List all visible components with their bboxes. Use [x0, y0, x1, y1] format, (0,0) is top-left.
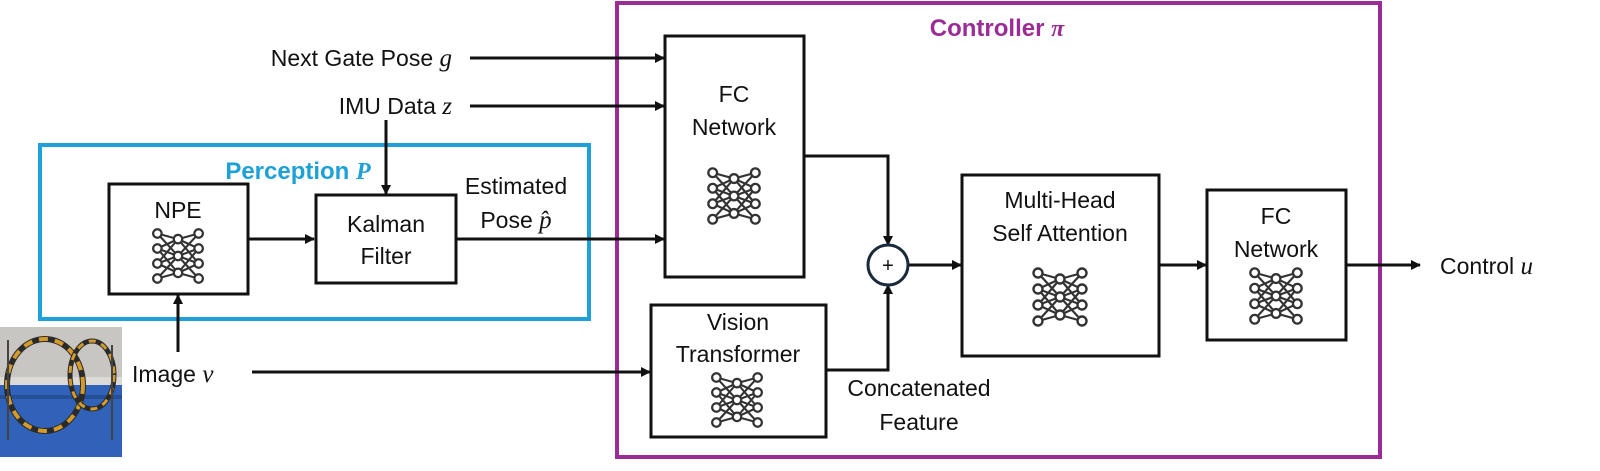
svg-text:Transformer: Transformer	[676, 341, 801, 367]
svg-text:NPE: NPE	[154, 197, 201, 223]
perception-frame	[38, 143, 591, 321]
fc-network-block-1: FC Network	[663, 34, 806, 279]
svg-text:Vision: Vision	[707, 309, 769, 335]
svg-text:Network: Network	[1234, 236, 1319, 262]
estimated-pose-label-line2: Pose p̂	[480, 207, 551, 234]
svg-text:Network: Network	[692, 114, 777, 140]
wire-vit-to-sum	[826, 284, 893, 372]
svg-text:Multi-Head: Multi-Head	[1004, 187, 1115, 213]
concatenated-feature-line2: Feature	[879, 409, 958, 435]
vision-transformer-block: Vision Transformer	[649, 303, 828, 439]
sum-node: +	[866, 243, 910, 287]
controller-title: Controller π	[930, 15, 1065, 42]
multi-head-self-attention-block: Multi-Head Self Attention	[960, 173, 1161, 358]
svg-text:FC: FC	[1261, 203, 1292, 229]
fc-network-block-2: FC Network	[1205, 188, 1348, 342]
controller-frame	[615, 1, 1382, 459]
svg-text:FC: FC	[719, 81, 750, 107]
svg-text:Kalman: Kalman	[347, 211, 425, 237]
imu-data-label: IMU Data z	[339, 93, 453, 120]
concatenated-feature-line1: Concatenated	[847, 375, 990, 401]
estimated-pose-label-line1: Estimated	[465, 173, 567, 199]
drone-gate-photo	[0, 327, 122, 457]
svg-text:Filter: Filter	[360, 243, 411, 269]
perception-title: Perception P	[225, 158, 371, 185]
svg-text:+: +	[882, 255, 894, 277]
next-gate-pose-label: Next Gate Pose g	[271, 45, 452, 72]
npe-block: NPE	[107, 182, 250, 296]
image-label: Image v	[132, 361, 214, 388]
control-output-label: Control u	[1440, 253, 1533, 280]
wire-fc-to-sum	[804, 154, 893, 246]
svg-text:Self Attention: Self Attention	[992, 220, 1128, 246]
kalman-filter-block: Kalman Filter	[314, 193, 458, 285]
